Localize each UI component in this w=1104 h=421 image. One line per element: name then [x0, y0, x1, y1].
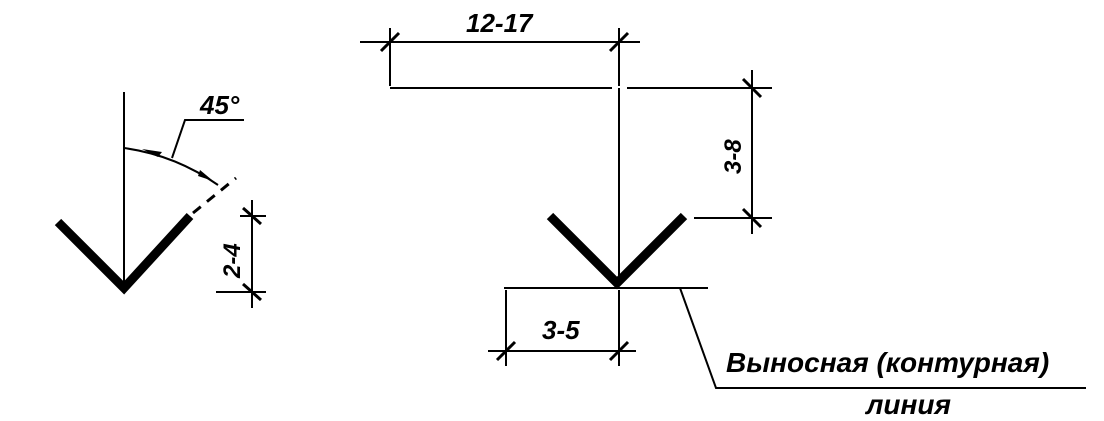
callout-line-1: Выносная (контурная): [726, 347, 1049, 378]
angle-label: 45°: [199, 90, 240, 120]
left-sign-v-mark: [54, 212, 194, 295]
gap-tick-right: [608, 340, 630, 362]
angle-arrow-end: [198, 170, 218, 185]
width-tick-left: [379, 31, 401, 53]
depth-tick-bottom: [242, 282, 262, 302]
right-sign-v-mark: [546, 212, 688, 290]
height-tick-bottom: [741, 207, 763, 229]
depth-label: 2-4: [219, 243, 246, 279]
angle-arc: [123, 147, 219, 186]
width-label: 12-17: [466, 8, 534, 38]
callout-line-2: линия: [864, 389, 951, 420]
height-tick-top: [741, 77, 763, 99]
gap-tick-left: [495, 340, 517, 362]
angle-arrow-start: [142, 149, 162, 157]
callout-leader: [679, 287, 1086, 389]
left-sign-arm-extension: [192, 176, 237, 215]
left-roughness-sign: 45° 2-4: [54, 90, 266, 308]
height-label: 3-8: [720, 139, 747, 174]
depth-tick-top: [242, 206, 262, 226]
right-roughness-sign: 12-17 3-8 3-5 Выносная (контурная) линия: [360, 8, 1086, 420]
angle-leader: [171, 119, 244, 159]
gap-label: 3-5: [542, 315, 580, 345]
width-tick-right: [608, 31, 630, 53]
